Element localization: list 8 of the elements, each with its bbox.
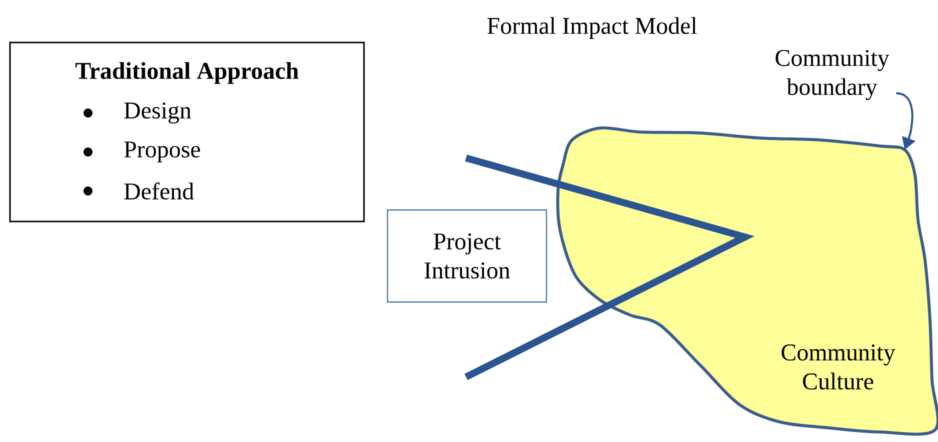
text-box: Project Intrusion [386,209,548,303]
community-blob: Community Culture [556,126,938,436]
list-item: Design [124,102,192,124]
box-heading: Traditional Approach [75,62,299,84]
list-item: Propose [124,142,200,162]
list-item: Defend [124,182,194,200]
title: Formal Impact Model [487,17,697,39]
boundary-label: Community boundary [776,50,890,100]
